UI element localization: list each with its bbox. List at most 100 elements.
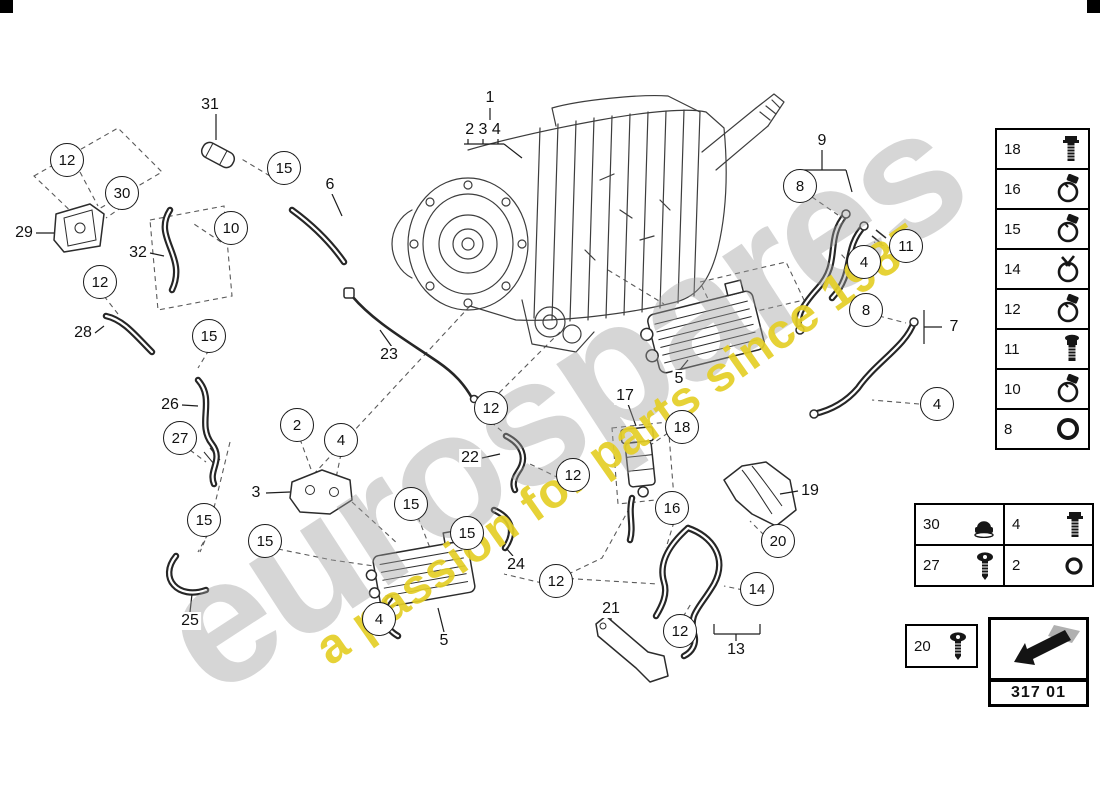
part-callout-12[interactable]: 12: [50, 143, 84, 177]
part-label-9[interactable]: 9: [815, 132, 829, 150]
shoulder-bolt-icon: [1063, 334, 1081, 364]
legend-item-11[interactable]: 11: [995, 328, 1090, 370]
part-callout-4[interactable]: 4: [847, 245, 881, 279]
part-callout-12[interactable]: 12: [474, 391, 508, 425]
legend-item-18[interactable]: 18: [995, 128, 1090, 170]
part-callout-15[interactable]: 15: [450, 516, 484, 550]
part-19-shield: [723, 461, 797, 527]
part-label-26[interactable]: 26: [159, 396, 181, 414]
legend-item-4[interactable]: 4: [1003, 503, 1094, 546]
part-callout-12[interactable]: 12: [83, 265, 117, 299]
part-17-valve: [620, 426, 656, 498]
part-callout-30[interactable]: 30: [105, 176, 139, 210]
part-callout-2[interactable]: 2: [280, 408, 314, 442]
part-label-21[interactable]: 21: [600, 600, 622, 618]
legend-item-16[interactable]: 16: [995, 168, 1090, 210]
legend-item-15[interactable]: 15: [995, 208, 1090, 250]
legend-item-number: 18: [1004, 140, 1021, 158]
part-label-1[interactable]: 1: [483, 89, 497, 107]
nut-icon: [972, 512, 996, 538]
part-label-7[interactable]: 7: [947, 318, 961, 336]
legend-item-number: 14: [1004, 260, 1021, 278]
clamp-icon: [1055, 294, 1081, 324]
gearbox-art: [391, 93, 785, 353]
part-callout-27[interactable]: 27: [163, 421, 197, 455]
part-callout-10[interactable]: 10: [214, 211, 248, 245]
part-callout-15[interactable]: 15: [267, 151, 301, 185]
oil-cooler-lower: [365, 529, 476, 608]
part-label-28[interactable]: 28: [72, 324, 94, 342]
leader-lines: [33, 127, 920, 618]
part-label-25[interactable]: 25: [179, 612, 201, 630]
part-callout-15[interactable]: 15: [248, 524, 282, 558]
legend-item-27[interactable]: 27: [914, 544, 1005, 587]
part-callout-18[interactable]: 18: [665, 410, 699, 444]
legend-item-30[interactable]: 30: [914, 503, 1005, 546]
part-callout-15[interactable]: 15: [192, 319, 226, 353]
clamp-icon: [1055, 174, 1081, 204]
part-label-24[interactable]: 24: [505, 556, 527, 574]
part-callout-15[interactable]: 15: [394, 487, 428, 521]
part-callout-15[interactable]: 15: [187, 503, 221, 537]
part-callout-8[interactable]: 8: [783, 169, 817, 203]
part-callout-12[interactable]: 12: [539, 564, 573, 598]
diagram-nav-box[interactable]: [988, 617, 1089, 681]
part-label-3[interactable]: 3: [249, 484, 263, 502]
part-callout-12[interactable]: 12: [556, 458, 590, 492]
part-callout-4[interactable]: 4: [362, 602, 396, 636]
part-label-13[interactable]: 13: [725, 641, 747, 659]
legend-item-2[interactable]: 2: [1003, 544, 1094, 587]
legend-item-number: 15: [1004, 220, 1021, 238]
legend-small-box: 20: [905, 624, 978, 668]
hoses-art: [106, 210, 919, 656]
oil-cooler-upper: [640, 279, 765, 374]
part-art: [53, 141, 797, 683]
spring-clamp-icon: [1055, 254, 1081, 284]
part-callout-11[interactable]: 11: [889, 229, 923, 263]
part-31-clip: [200, 141, 236, 169]
legend-item-number: 2: [1012, 557, 1021, 574]
legend-item-number: 30: [923, 516, 940, 533]
legend-item-10[interactable]: 10: [995, 368, 1090, 410]
part-label-6[interactable]: 6: [323, 176, 337, 194]
legend-item-number: 8: [1004, 420, 1013, 438]
diagram-code: 317 01: [988, 679, 1089, 707]
legend-grid: 30 4 27 2: [914, 503, 1094, 587]
part-label-29[interactable]: 29: [13, 224, 35, 242]
legend-item-number: 12: [1004, 300, 1021, 318]
part-label-32[interactable]: 32: [127, 244, 149, 262]
legend-item-8[interactable]: 8: [995, 408, 1090, 450]
part-callout-8[interactable]: 8: [849, 293, 883, 327]
part-label-23[interactable]: 23: [378, 346, 400, 364]
legend-item-20[interactable]: 20: [905, 624, 978, 668]
clamp-icon: [1055, 214, 1081, 244]
part-label-19[interactable]: 19: [799, 482, 821, 500]
part-callout-14[interactable]: 14: [740, 572, 774, 606]
part-label-5[interactable]: 5: [437, 632, 451, 650]
legend-item-12[interactable]: 12: [995, 288, 1090, 330]
legend-item-number: 27: [923, 557, 940, 574]
part-callout-4[interactable]: 4: [324, 423, 358, 457]
direction-arrow-icon: [996, 623, 1082, 675]
legend-item-14[interactable]: 14: [995, 248, 1090, 290]
part-3-bracket: [289, 469, 353, 515]
clamp-icon: [1055, 374, 1081, 404]
part-label-17[interactable]: 17: [614, 387, 636, 405]
part-label-2-3-4[interactable]: 2 3 4: [463, 121, 503, 139]
legend-item-number: 20: [914, 637, 931, 655]
pipe-23: [343, 287, 479, 404]
part-label-31[interactable]: 31: [199, 96, 221, 114]
part-callout-16[interactable]: 16: [655, 491, 689, 525]
part-label-5[interactable]: 5: [672, 370, 686, 388]
part-callout-20[interactable]: 20: [761, 524, 795, 558]
part-label-22[interactable]: 22: [459, 449, 481, 467]
part-29-bracket: [53, 203, 105, 253]
oring-small-icon: [1063, 555, 1085, 577]
print-mark-top-left: [0, 0, 13, 13]
part-callout-4[interactable]: 4: [920, 387, 954, 421]
legend-item-number: 10: [1004, 380, 1021, 398]
legend-item-number: 16: [1004, 180, 1021, 198]
part-callout-12[interactable]: 12: [663, 614, 697, 648]
